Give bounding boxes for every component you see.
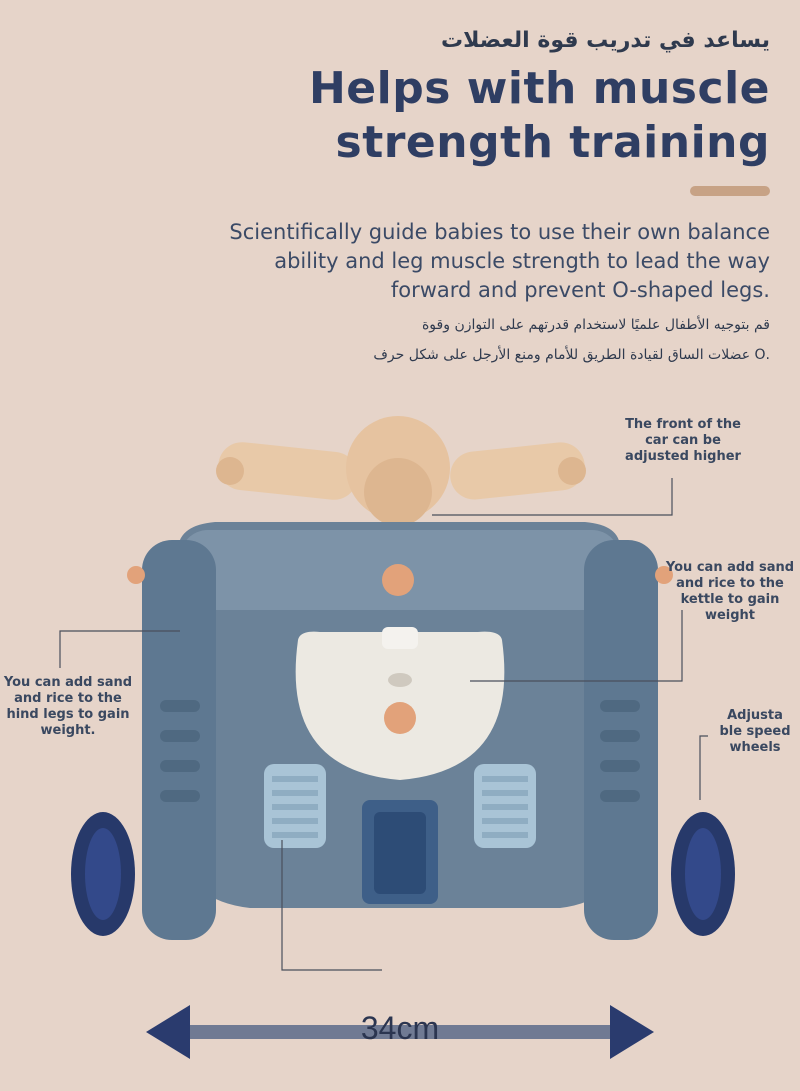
- callout-speed-wheels: Adjusta ble speed wheels: [719, 708, 791, 755]
- callout-front-adjustable: The front of the car can be adjusted hig…: [625, 417, 741, 464]
- accent-divider: [690, 186, 770, 196]
- callout-hind-legs-weight: You can add sand and rice to the hind le…: [3, 675, 133, 738]
- arabic-title: يساعد في تدريب قوة العضلات: [440, 28, 770, 53]
- arabic-description-line-2: .O عضلات الساق لقيادة الطريق للأمام ومنع…: [373, 347, 770, 363]
- description: Scientifically guide babies to use their…: [229, 220, 770, 302]
- walker-body: [127, 522, 673, 940]
- handlebar: [216, 416, 586, 526]
- arabic-description-line-1: قم بتوجيه الأطفال علميًا لاستخدام قدرتهم…: [421, 317, 770, 333]
- wheels: [71, 812, 735, 936]
- callout-kettle-weight: You can add sand and rice to the kettle …: [665, 560, 795, 623]
- width-dimension-label: 34cm: [360, 1010, 440, 1046]
- page-title: Helps with muscle strength training: [308, 63, 770, 168]
- double-headed-arrow-icon: [146, 1005, 654, 1059]
